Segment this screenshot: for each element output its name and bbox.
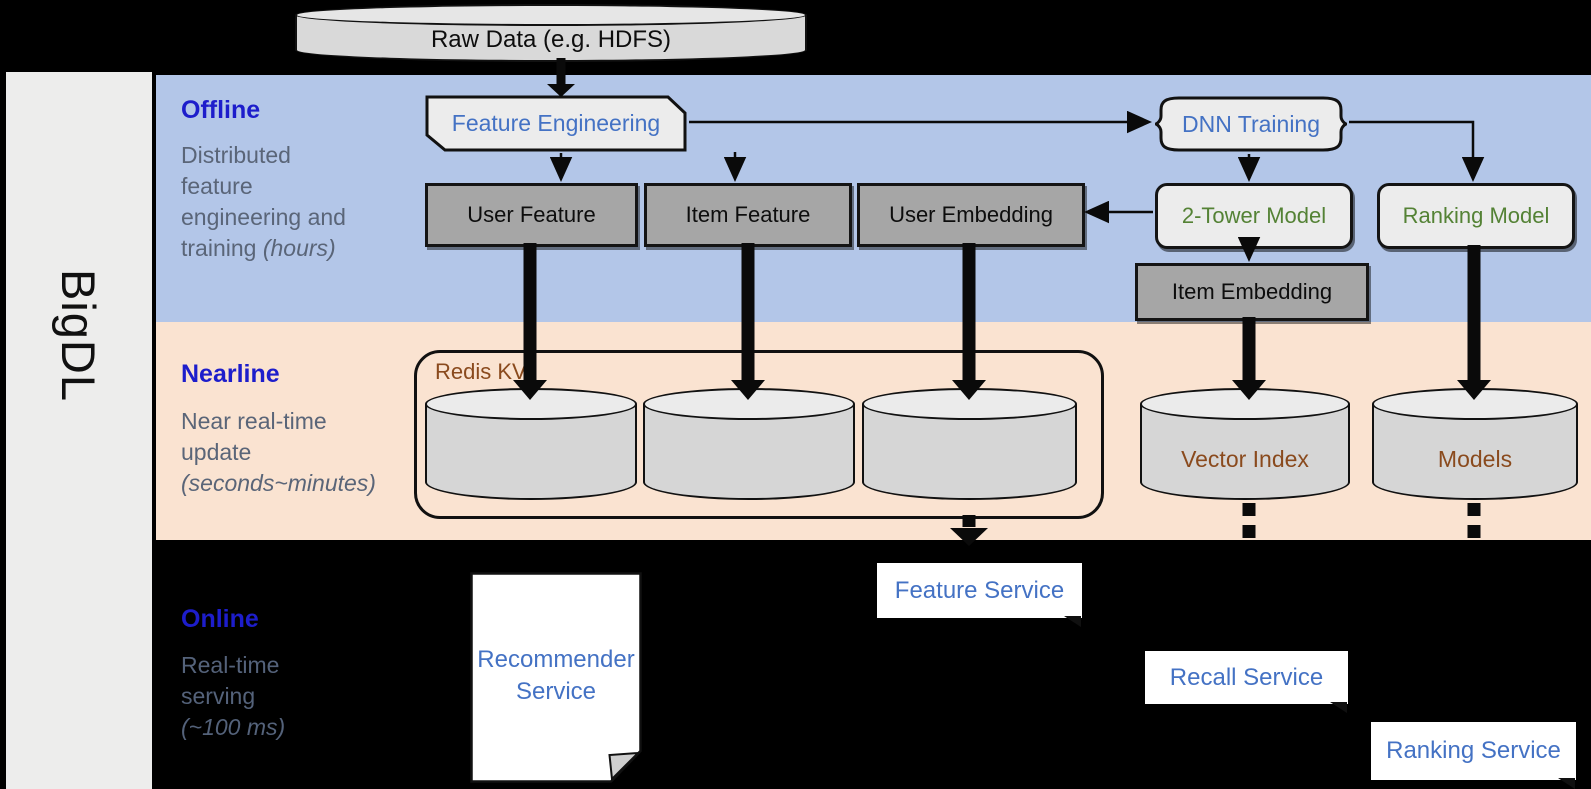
- cylinder-body: [862, 404, 1077, 500]
- redis-kv-label: Redis KV: [435, 359, 527, 384]
- page-fold-icon: [1558, 778, 1575, 789]
- recall-service-node: Recall Service: [1145, 651, 1348, 713]
- cylinder-top: [1372, 388, 1578, 420]
- page-fold-icon: [1330, 702, 1347, 713]
- recommender-service-node: Recommender Service: [470, 572, 642, 783]
- dnn-training-node: DNN Training: [1155, 96, 1347, 152]
- online-title: Online: [181, 605, 259, 633]
- offline-desc-text: Distributed feature engineering and trai…: [181, 142, 346, 261]
- offline-title: Offline: [181, 96, 261, 124]
- dnn-training-label: DNN Training: [1181, 110, 1321, 137]
- cylinder-top: [425, 388, 637, 420]
- online-desc-text: Real-time serving: [181, 652, 280, 709]
- nearline-desc: Near real-time update (seconds~minutes): [181, 406, 471, 499]
- redis-cylinder-3: [862, 388, 1077, 500]
- ranking-service-node: Ranking Service: [1371, 722, 1576, 789]
- user-feature-node: User Feature: [425, 183, 638, 247]
- raw-data-label: Raw Data (e.g. HDFS): [430, 26, 672, 53]
- cylinder-body: [425, 404, 637, 500]
- models-cylinder: Models: [1372, 388, 1578, 500]
- document-shape: [470, 572, 642, 783]
- page-fold-icon: [1064, 616, 1081, 627]
- recall-service-label: Recall Service: [1169, 663, 1324, 691]
- online-desc-italic: (~100 ms): [181, 714, 286, 740]
- raw-data-cylinder: Raw Data (e.g. HDFS): [295, 4, 807, 62]
- feature-service-label: Feature Service: [894, 576, 1065, 604]
- online-desc: Real-time serving (~100 ms): [181, 650, 471, 743]
- snip-corner-shape: [425, 95, 687, 152]
- redis-kv-container: Redis KV: [414, 350, 1104, 519]
- bigdl-sidebar: BigDL: [6, 72, 152, 789]
- cylinder-top: [643, 388, 855, 420]
- double-brace-shape: [1155, 96, 1347, 152]
- cylinder-body: [1372, 404, 1578, 500]
- user-embedding-node: User Embedding: [857, 183, 1085, 247]
- item-embedding-label: Item Embedding: [1171, 279, 1333, 304]
- recommender-service-label: Recommender Service: [477, 646, 635, 705]
- cylinder-top: [862, 388, 1077, 420]
- bigdl-label: BigDL: [52, 268, 106, 403]
- ranking-model-node: Ranking Model: [1377, 183, 1575, 249]
- two-tower-model-node: 2-Tower Model: [1155, 183, 1353, 249]
- feature-engineering-node: Feature Engineering: [425, 95, 687, 152]
- feature-engineering-label: Feature Engineering: [451, 110, 661, 136]
- feature-service-node: Feature Service: [877, 563, 1082, 627]
- vector-index-cylinder: Vector Index: [1140, 388, 1350, 500]
- user-feature-label: User Feature: [467, 202, 596, 227]
- cylinder-top: [295, 4, 807, 26]
- vector-index-label: Vector Index: [1181, 445, 1309, 472]
- user-embedding-label: User Embedding: [889, 202, 1053, 227]
- redis-cylinder-2: [643, 388, 855, 500]
- cylinder-body: [1140, 404, 1350, 500]
- nearline-title: Nearline: [181, 360, 280, 388]
- offline-desc: Distributed feature engineering and trai…: [181, 140, 471, 264]
- offline-desc-italic: (hours): [262, 235, 336, 261]
- models-label: Models: [1437, 445, 1513, 472]
- two-tower-model-label: 2-Tower Model: [1181, 203, 1327, 228]
- ranking-service-label: Ranking Service: [1386, 737, 1561, 764]
- nearline-desc-italic: (seconds~minutes): [181, 470, 376, 496]
- item-embedding-node: Item Embedding: [1135, 263, 1369, 321]
- redis-cylinder-1: [425, 388, 637, 500]
- item-feature-node: Item Feature: [644, 183, 852, 247]
- ranking-model-label: Ranking Model: [1402, 203, 1550, 228]
- cylinder-body: [643, 404, 855, 500]
- item-feature-label: Item Feature: [685, 202, 811, 227]
- cylinder-top: [1140, 388, 1350, 420]
- nearline-desc-text: Near real-time update: [181, 408, 327, 465]
